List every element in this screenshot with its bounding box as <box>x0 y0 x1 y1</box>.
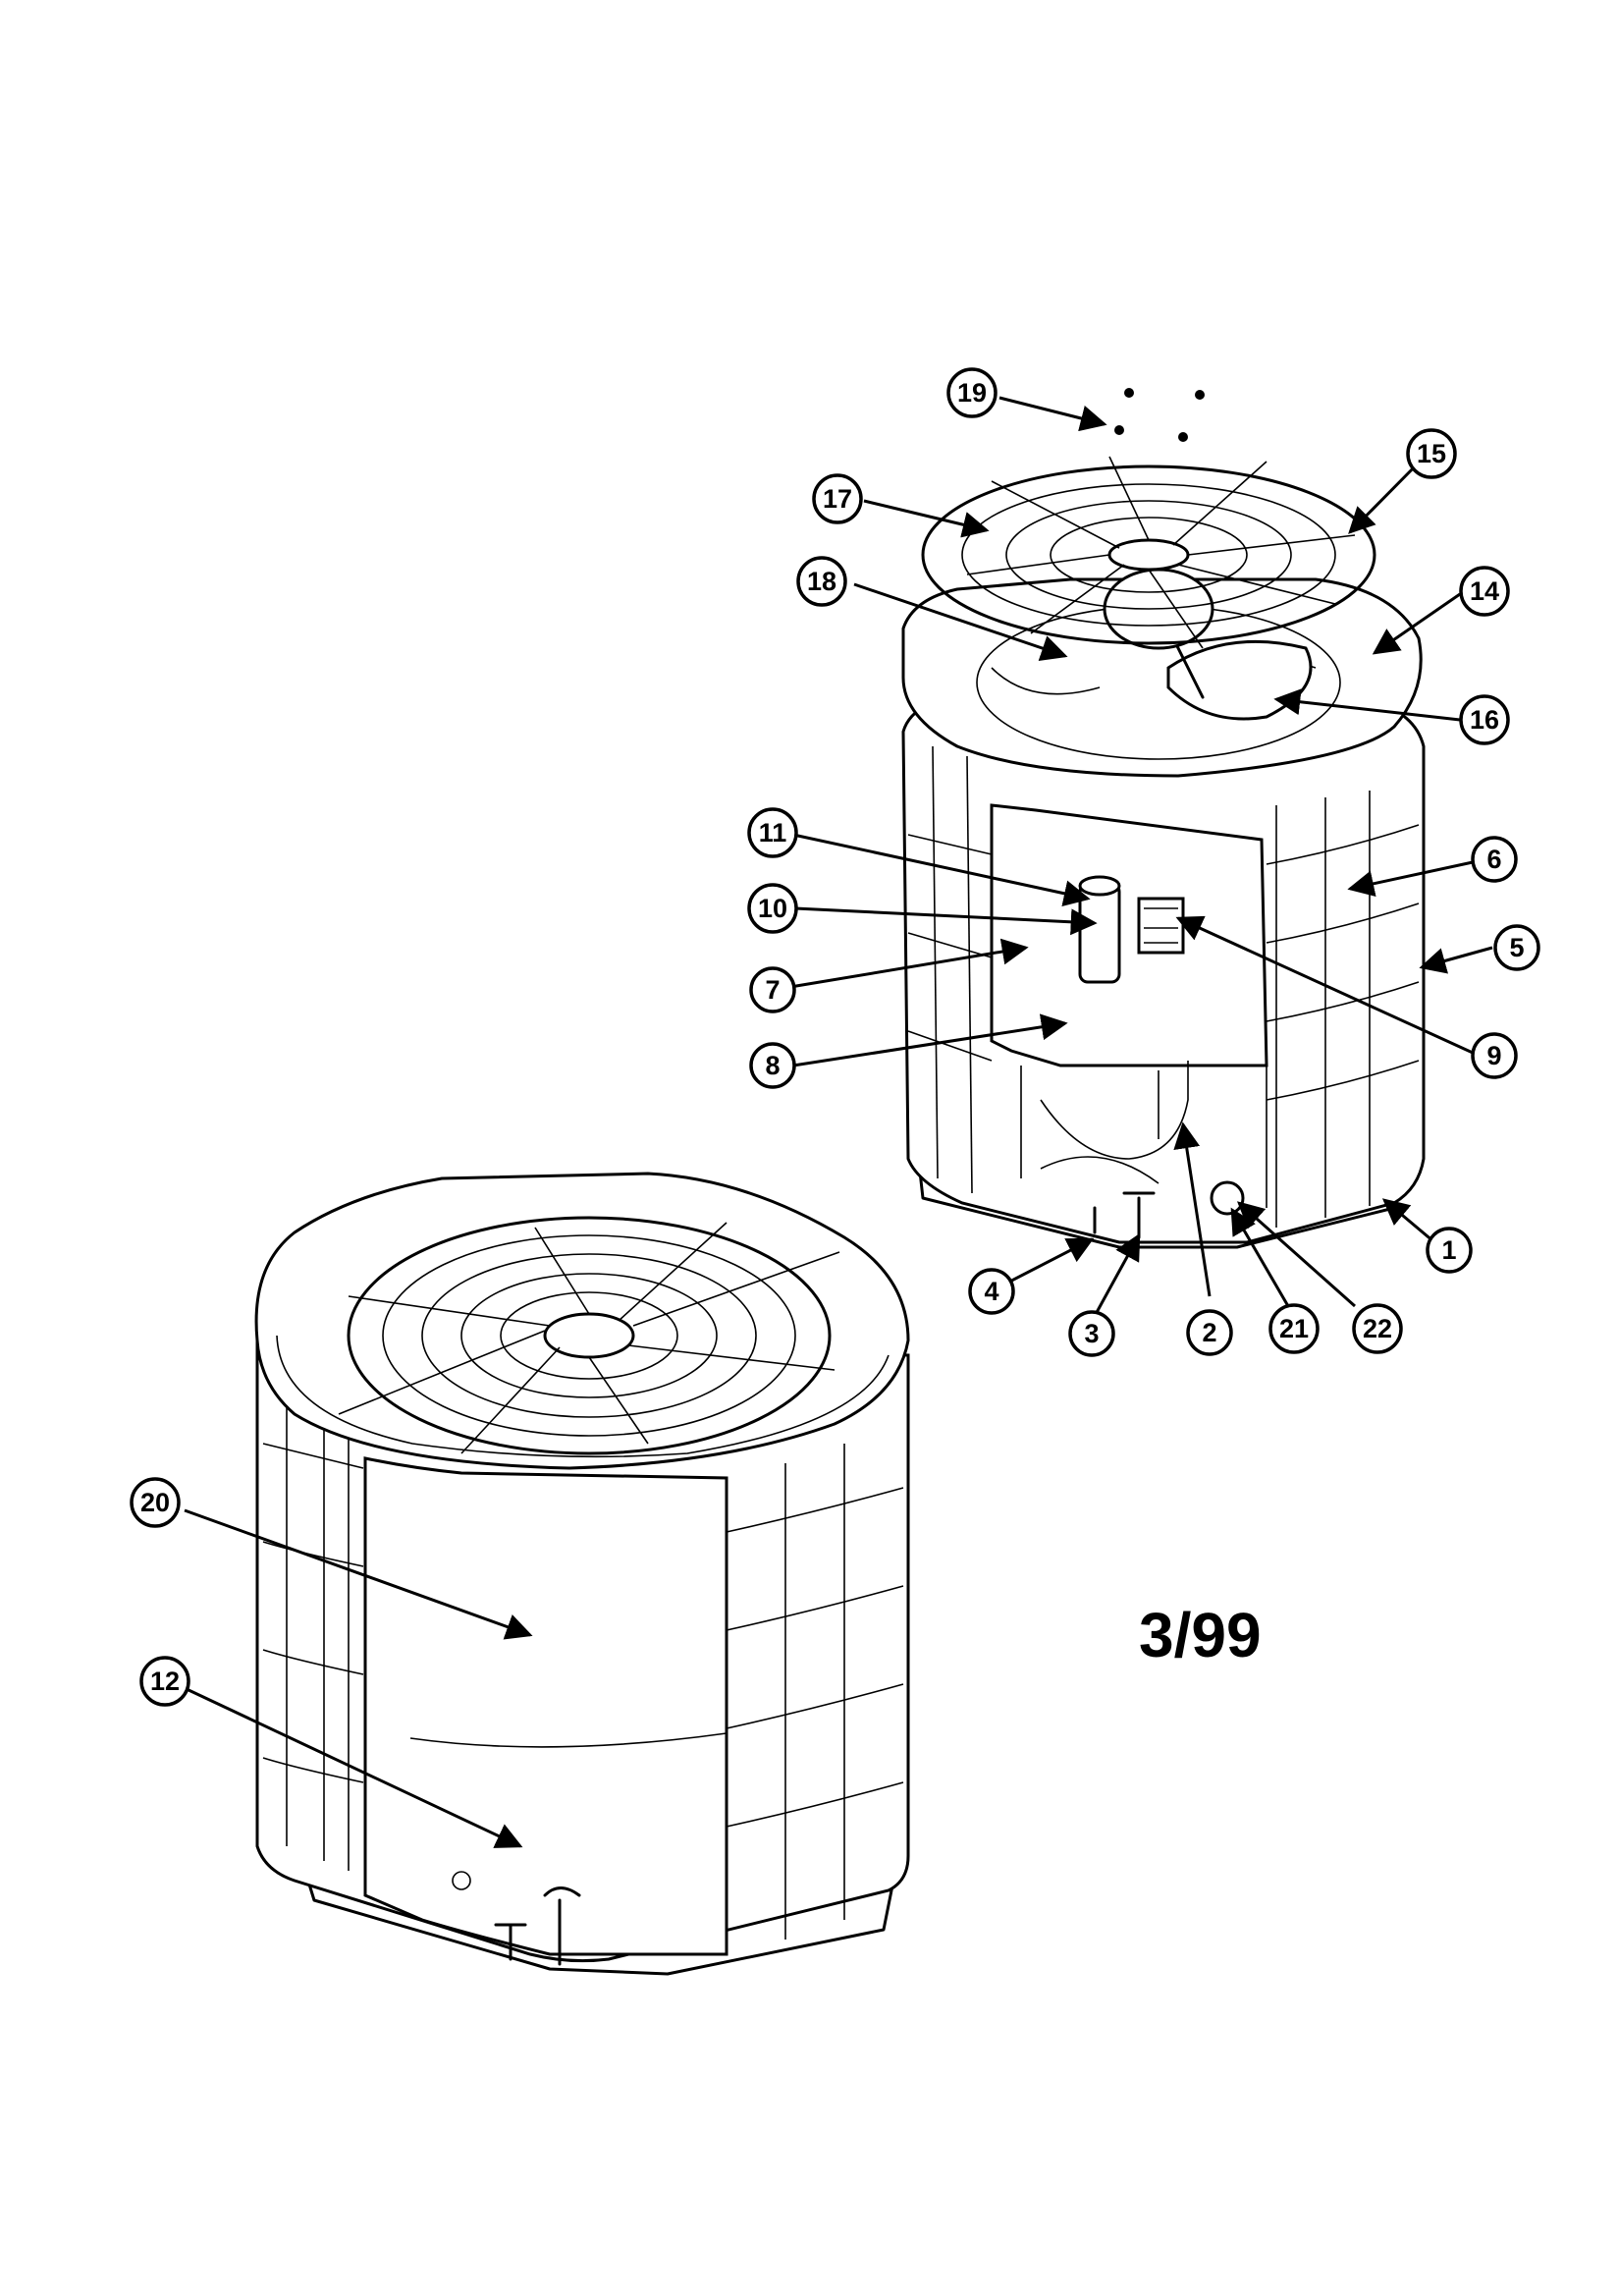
callout-2-label: 2 <box>1202 1318 1216 1347</box>
callout-3-label: 3 <box>1084 1319 1099 1348</box>
assembled-condenser-unit <box>254 1172 910 1976</box>
callout-5-label: 5 <box>1509 933 1524 962</box>
callout-12-label: 12 <box>150 1667 180 1696</box>
assembled-fan-grille <box>338 1216 840 1455</box>
callout-19-label: 19 <box>957 378 987 408</box>
leader-5 <box>1419 946 1493 974</box>
callout-11-label: 11 <box>759 818 787 847</box>
callout-17-label: 17 <box>823 484 852 514</box>
callout-15: 15 <box>1406 428 1457 479</box>
exploded-fan-guard <box>921 456 1376 649</box>
callout-6-label: 6 <box>1486 845 1501 874</box>
coil-grid-right <box>726 1444 904 1954</box>
callout-4: 4 <box>968 1268 1015 1315</box>
leader-6 <box>1347 860 1474 898</box>
exploded-condenser-unit <box>901 388 1426 1249</box>
leader-7 <box>789 938 1029 989</box>
callout-6: 6 <box>1471 836 1518 883</box>
callout-7-label: 7 <box>765 975 780 1005</box>
callout-19: 19 <box>946 367 998 418</box>
leader-2 <box>1173 1121 1212 1297</box>
date-code-label: 3/99 <box>1139 1600 1262 1670</box>
leader-10 <box>794 906 1098 936</box>
callout-11: 11 <box>747 807 798 858</box>
callout-22-label: 22 <box>1363 1314 1392 1343</box>
callout-1: 1 <box>1426 1227 1473 1274</box>
leader-22 <box>1236 1201 1356 1308</box>
leader-16 <box>1273 688 1461 722</box>
leader-4 <box>996 1237 1095 1290</box>
callout-20: 20 <box>130 1477 181 1528</box>
callout-22: 22 <box>1352 1303 1403 1354</box>
callout-8: 8 <box>749 1042 796 1089</box>
leader-20 <box>184 1508 533 1640</box>
callout-10-label: 10 <box>758 894 787 923</box>
leader-15 <box>1348 460 1422 534</box>
callout-2: 2 <box>1186 1309 1233 1356</box>
callout-17: 17 <box>812 473 863 524</box>
callout-4-label: 4 <box>984 1277 998 1306</box>
callout-14-label: 14 <box>1470 576 1499 606</box>
leader-14 <box>1372 592 1461 655</box>
callout-8-label: 8 <box>765 1051 780 1080</box>
callout-18-label: 18 <box>807 567 836 596</box>
callout-16-label: 16 <box>1470 705 1499 735</box>
callout-16: 16 <box>1459 694 1510 745</box>
callout-5: 5 <box>1493 924 1540 971</box>
callout-14: 14 <box>1459 566 1510 617</box>
leader-8 <box>792 1013 1068 1067</box>
cabinet-coil-grid <box>907 745 1420 1228</box>
leader-12 <box>186 1687 523 1848</box>
callout-21-label: 21 <box>1279 1314 1309 1343</box>
leader-9 <box>1175 915 1474 1055</box>
callout-15-label: 15 <box>1417 439 1446 468</box>
callout-1-label: 1 <box>1441 1235 1456 1265</box>
leader-18 <box>853 582 1068 661</box>
callout-20-label: 20 <box>140 1488 170 1517</box>
callout-7: 7 <box>749 966 796 1013</box>
leader-11 <box>792 833 1091 907</box>
callout-18: 18 <box>796 556 847 607</box>
leader-lines <box>184 396 1493 1848</box>
leader-19 <box>998 396 1107 432</box>
callout-9: 9 <box>1471 1032 1518 1079</box>
callout-12: 12 <box>139 1656 190 1707</box>
callout-9-label: 9 <box>1486 1041 1501 1070</box>
callout-10: 10 <box>747 883 798 934</box>
callout-21: 21 <box>1268 1303 1320 1354</box>
leader-3 <box>1093 1232 1141 1317</box>
leader-17 <box>863 499 990 538</box>
callout-3: 3 <box>1068 1310 1115 1357</box>
